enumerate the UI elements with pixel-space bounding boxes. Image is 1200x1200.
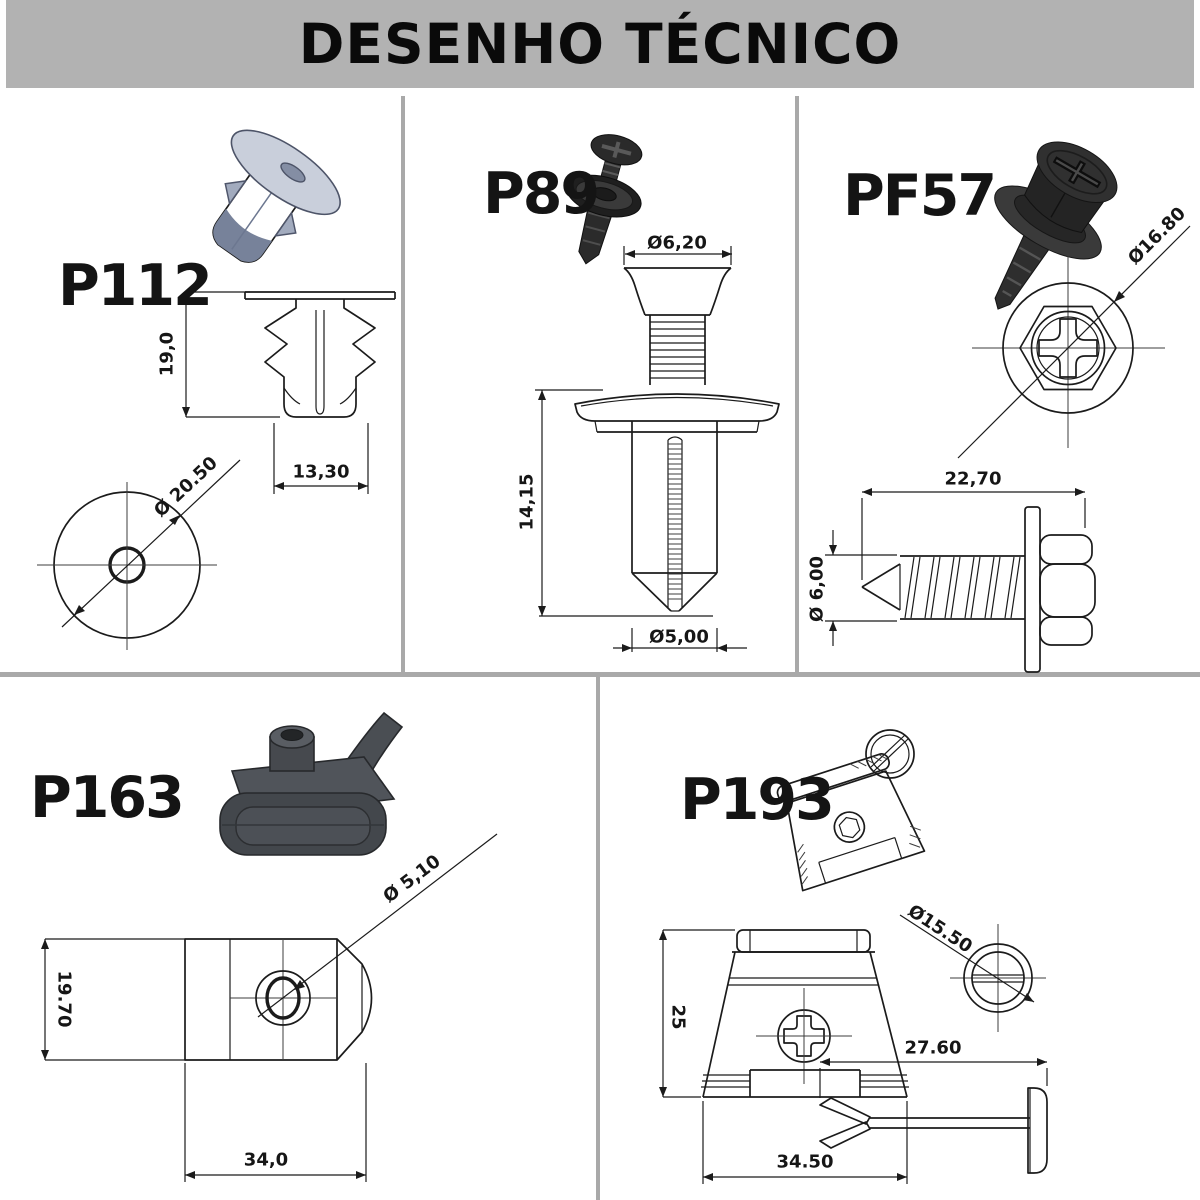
p112-3d-render — [212, 129, 341, 263]
panel-pf57: PF57 Ø16.80 22,70 Ø 6,00 — [797, 88, 1200, 673]
dim-pf57-length: 22,70 — [944, 468, 1002, 490]
panel-p112: P112 19,0 13,30 Ø 20.50 — [0, 88, 403, 673]
p193-drawing — [659, 729, 1048, 1184]
divider-vertical-1 — [401, 96, 405, 673]
panel-p89: P89 Ø6,20 14,15 Ø5,00 — [403, 88, 797, 673]
p89-3d-render — [566, 134, 643, 265]
dim-p163-width: 34,0 — [243, 1149, 289, 1171]
p112-drawing — [37, 129, 396, 650]
divider-vertical-3 — [596, 677, 600, 1200]
dim-p89-shaft-diameter: Ø5,00 — [649, 626, 709, 648]
divider-horizontal — [0, 672, 1200, 677]
header-bar: DESENHO TÉCNICO — [6, 0, 1194, 88]
dim-p89-head-diameter: Ø6,20 — [647, 232, 707, 254]
dim-p112-height: 19,0 — [156, 331, 178, 377]
dim-p163-height: 19.70 — [53, 970, 75, 1028]
page-title: DESENHO TÉCNICO — [298, 12, 902, 76]
p163-3d-render — [219, 711, 404, 856]
dim-p193-pin-length: 27.60 — [904, 1037, 962, 1059]
p89-drawing — [535, 134, 780, 652]
panel-p163: P163 Ø 5,10 19.70 34,0 — [0, 677, 598, 1200]
dim-pf57-thread-diameter: Ø 6,00 — [806, 556, 828, 622]
part-label-p193: P193 — [680, 767, 835, 833]
part-label-p112: P112 — [58, 253, 213, 319]
part-label-pf57: PF57 — [843, 163, 997, 229]
p163-drawing — [41, 711, 498, 1182]
pf57-drawing — [825, 141, 1191, 673]
dim-p89-length: 14,15 — [516, 473, 538, 531]
dim-p193-width: 34.50 — [776, 1151, 834, 1173]
p193-3d-render — [776, 729, 926, 892]
pf57-3d-render — [994, 141, 1118, 310]
panel-p193: P193 25 34.50 Ø15.50 27.60 — [598, 677, 1200, 1200]
part-label-p89: P89 — [483, 161, 600, 227]
divider-vertical-2 — [795, 96, 799, 673]
dim-p112-width: 13,30 — [292, 461, 350, 483]
dim-p193-height: 25 — [667, 1004, 689, 1030]
part-label-p163: P163 — [30, 765, 185, 831]
